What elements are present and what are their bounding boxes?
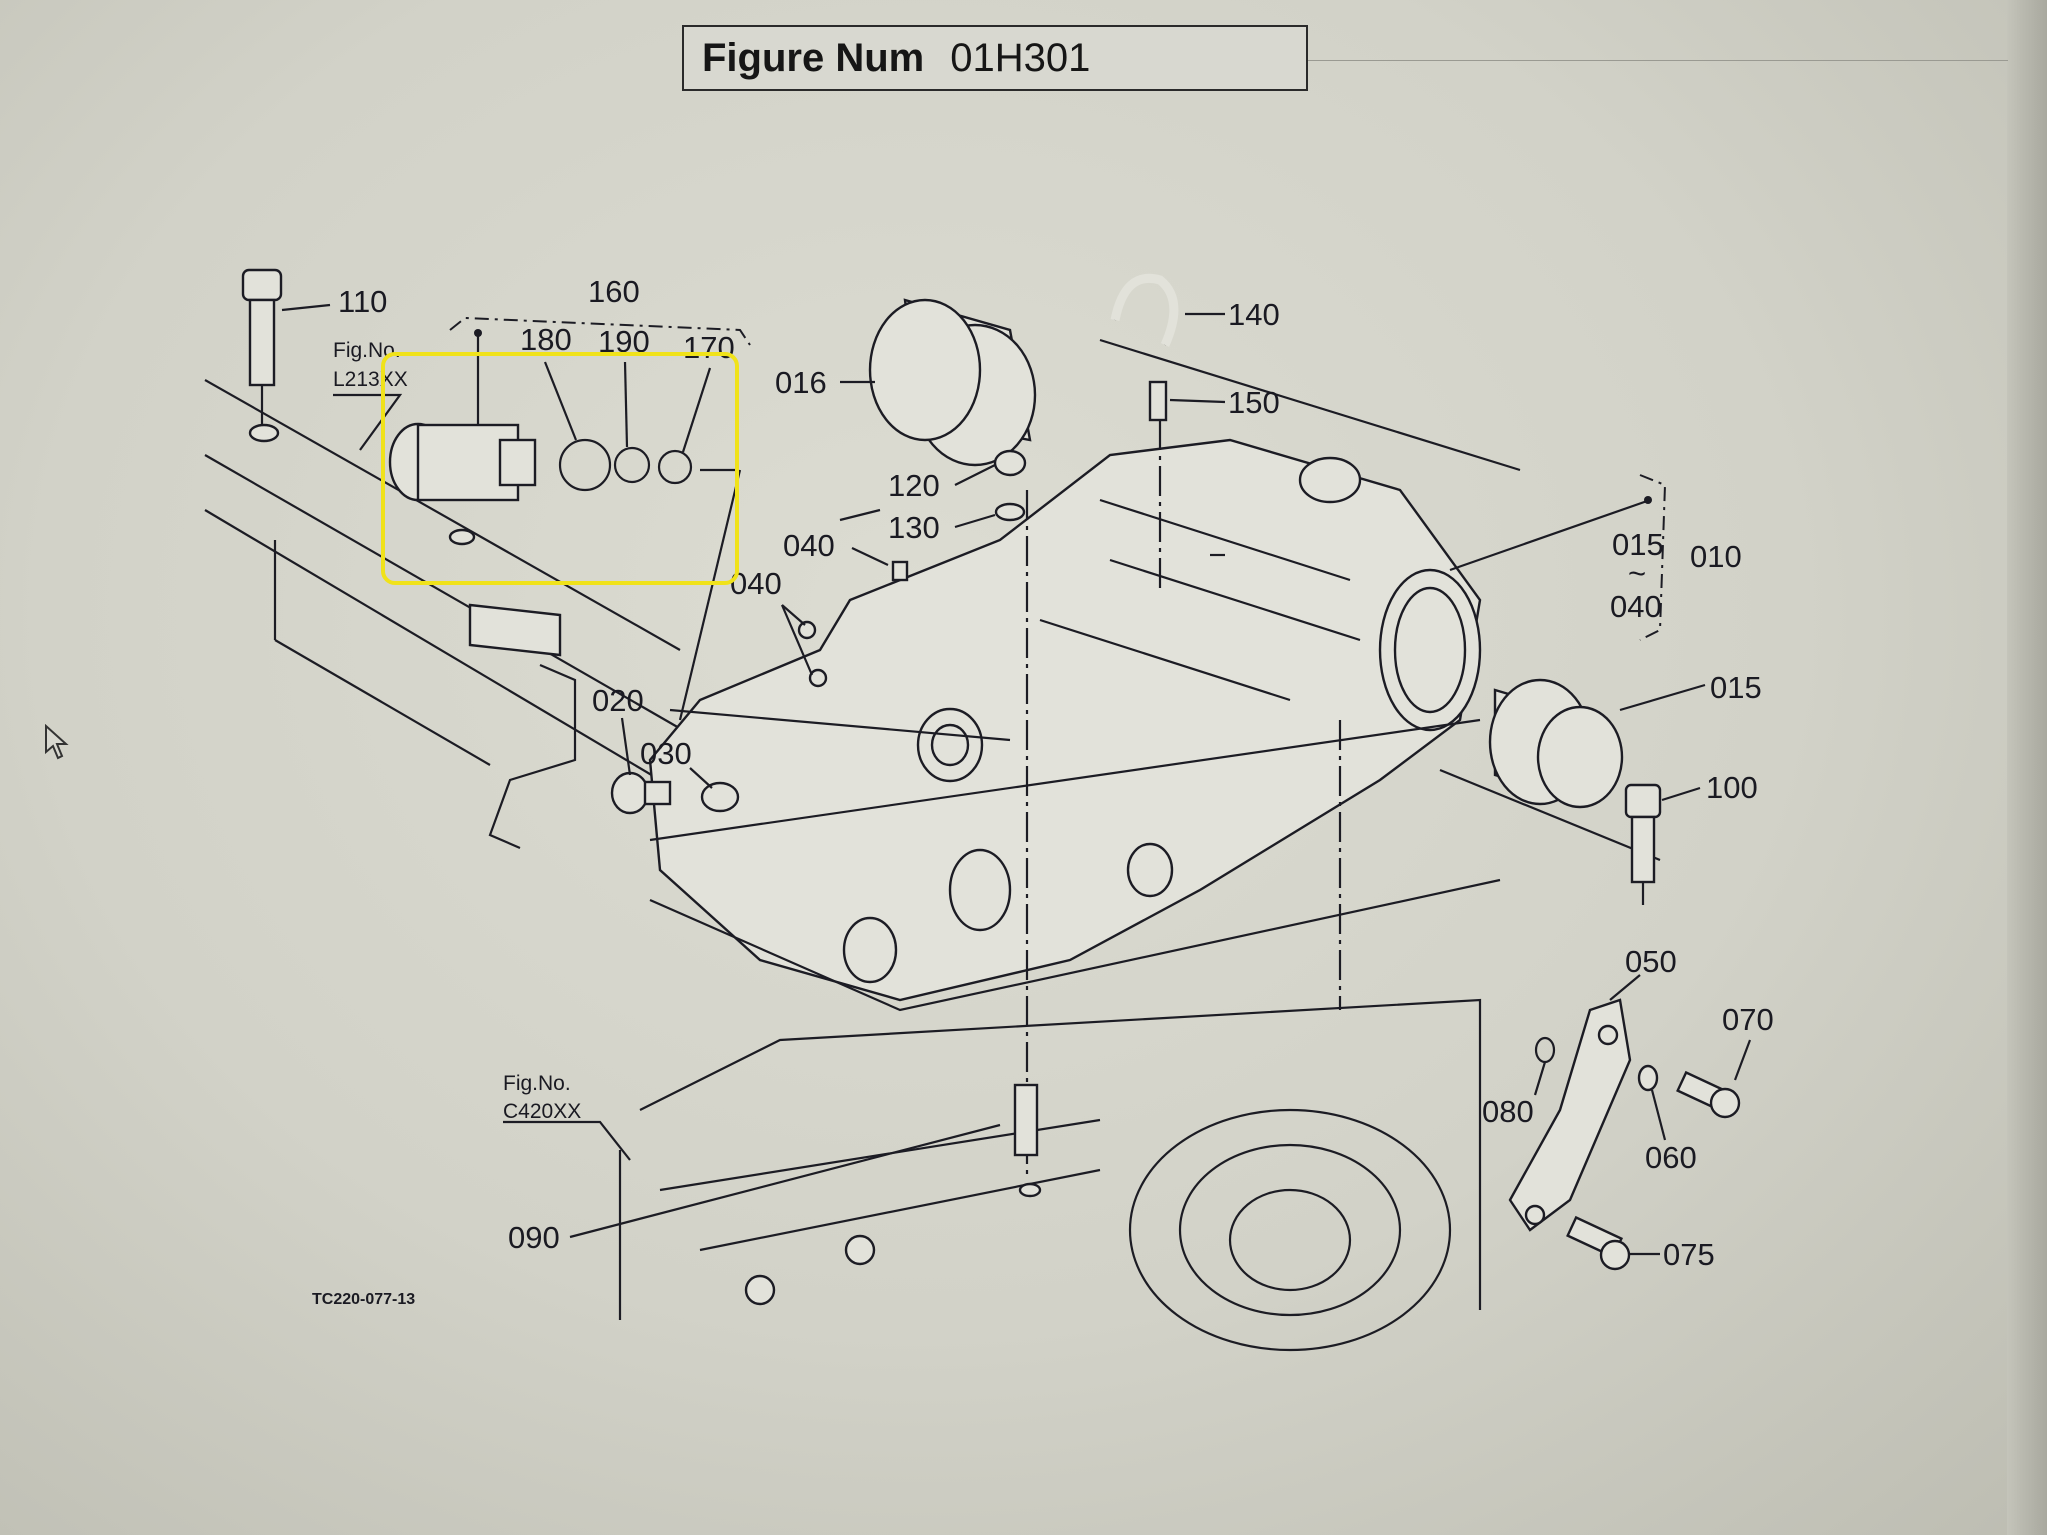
label-130: 130 xyxy=(888,510,940,545)
leader-ref-l213 xyxy=(333,393,403,451)
label-100: 100 xyxy=(1706,770,1758,805)
bolt-110 xyxy=(241,268,331,443)
bolt-100 xyxy=(1624,783,1701,905)
label-150: 150 xyxy=(1228,385,1280,420)
label-040-range-end: 040 xyxy=(1610,589,1662,624)
small-parts xyxy=(468,449,1027,850)
label-060: 060 xyxy=(1645,1140,1697,1175)
label-120: 120 xyxy=(888,468,940,503)
label-140: 140 xyxy=(1228,297,1280,332)
label-110: 110 xyxy=(338,284,387,319)
drawing-code: TC220-077-13 xyxy=(312,1291,415,1308)
part-labels: 110 160 180 190 170 016 140 150 120 130 … xyxy=(312,274,1774,1308)
leader-090 xyxy=(569,1123,1001,1239)
label-050: 050 xyxy=(1625,944,1677,979)
label-015: 015 xyxy=(1710,670,1762,705)
bushing-016 xyxy=(840,298,1037,467)
monitor-edge xyxy=(2007,0,2047,1535)
figure-number-header: Figure Num 01H301 xyxy=(682,25,1308,91)
label-080: 080 xyxy=(1482,1094,1534,1129)
label-160: 160 xyxy=(588,274,640,309)
label-range-tilde: ~ xyxy=(1628,556,1646,591)
label-040a: 040 xyxy=(783,528,835,563)
label-180: 180 xyxy=(520,322,572,357)
ref-c420-value: C420XX xyxy=(503,1100,581,1123)
figure-num-value: 01H301 xyxy=(950,35,1091,80)
label-090: 090 xyxy=(508,1220,560,1255)
ref-c420-label: Fig.No. xyxy=(503,1072,571,1095)
title-rule xyxy=(1308,60,2008,61)
label-015-range-start: 015 xyxy=(1612,527,1664,562)
bracket-050-assembly xyxy=(1508,974,1752,1271)
highlight-box-part-160 xyxy=(381,352,739,585)
label-016: 016 xyxy=(775,365,827,400)
label-010: 010 xyxy=(1690,539,1742,574)
bushing-015 xyxy=(1488,474,1706,809)
engine-block xyxy=(618,998,1482,1352)
figure-num-label: Figure Num xyxy=(702,35,925,80)
frame-rails xyxy=(204,338,1661,862)
plug-160-assembly xyxy=(388,316,751,721)
leader-ref-c420 xyxy=(503,1120,631,1161)
hydraulic-housing-010 xyxy=(648,420,1652,1180)
leader-130 xyxy=(839,508,881,522)
mouse-cursor-icon xyxy=(45,724,69,760)
pipe-140-150 xyxy=(1110,274,1226,422)
label-030: 030 xyxy=(640,736,692,771)
label-020: 020 xyxy=(592,683,644,718)
label-070: 070 xyxy=(1722,1002,1774,1037)
label-075: 075 xyxy=(1663,1237,1715,1272)
ref-l213-value: L213XX xyxy=(333,368,408,391)
